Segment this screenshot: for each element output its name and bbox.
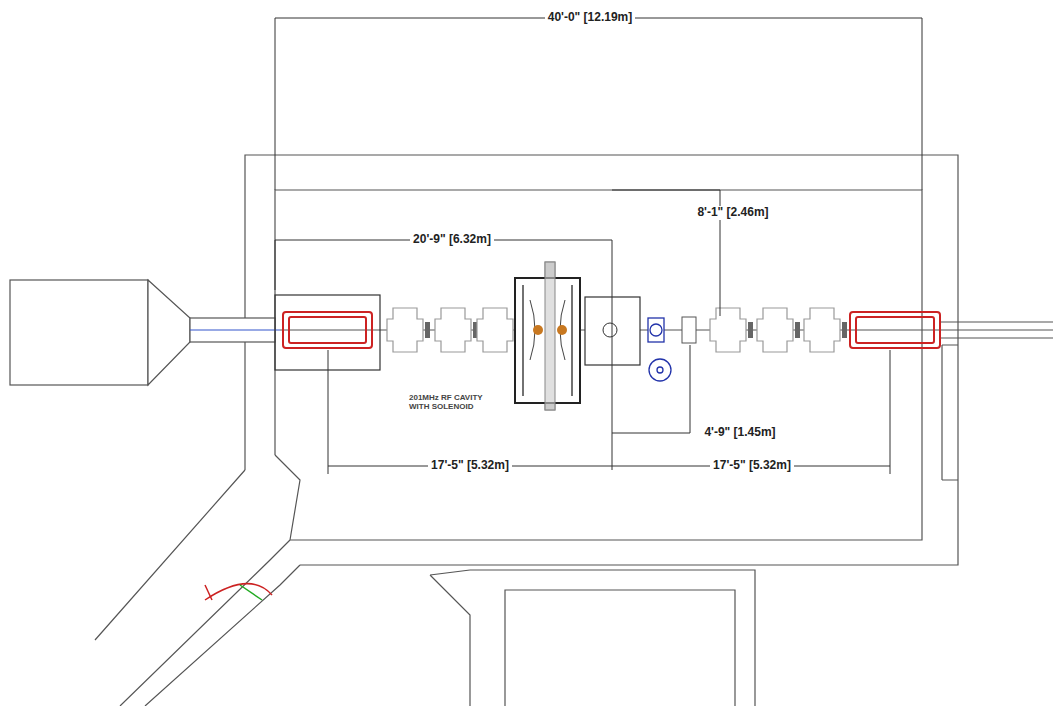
beam-line [190,329,280,330]
dimension-label: 17'-5" [5.32m] [428,459,512,473]
dimension-label: 20'-9" [6.32m] [410,233,494,247]
vacuum-chamber [477,308,513,352]
pump-port [650,324,662,336]
pump-body [649,359,671,381]
linac-cone [148,280,190,385]
door-leaf [240,585,262,600]
vacuum-chamber [757,308,793,352]
vacuum-chamber [710,308,746,352]
magnet-inner [289,317,366,343]
vacuum-chamber [435,308,471,352]
outer-wall [245,155,958,565]
linac-housing [10,280,275,385]
pump-core [657,367,663,373]
viewport [603,323,617,337]
linac-box [10,280,148,385]
magnet-outer [850,312,940,348]
wall-plug [942,345,958,480]
magnet-inner [856,317,934,343]
vacuum-pump [648,318,671,381]
door-swing [205,585,212,600]
inner-wall [275,190,922,540]
dimensions [275,18,922,474]
valve [682,317,696,343]
left-magnet [283,312,372,348]
flange [425,322,430,338]
exit-pipe [940,322,1053,338]
room-walls [95,155,958,706]
dimension-line [612,345,690,433]
rf-cavity [515,262,580,410]
cavity-support [545,262,555,410]
pump-flange [648,318,664,342]
vacuum-chamber [387,308,423,352]
dimension-line [275,240,612,470]
flange [842,322,847,338]
magnet-outer [283,312,372,348]
cavity-port [557,325,567,335]
dimension-label: 40'-0" [12.19m] [545,11,636,25]
cavity-support [545,262,555,410]
right-magnet [850,312,940,348]
dimension-line [275,18,922,190]
flange [748,322,753,338]
cavity-port [533,325,543,335]
dimension-label: 17'-5" [5.32m] [710,459,794,473]
dimension-label: 4'-9" [1.45m] [701,426,778,440]
dimension-label: 8'-1" [2.46m] [694,206,771,220]
door-swing [205,584,272,600]
flange [795,322,800,338]
vacuum-chamber [804,308,840,352]
dimension-line [328,350,890,474]
part-label: 201MHz RF CAVITY WITH SOLENOID [406,393,504,411]
corridor-wall [95,455,300,706]
adjacent-room [430,570,755,706]
